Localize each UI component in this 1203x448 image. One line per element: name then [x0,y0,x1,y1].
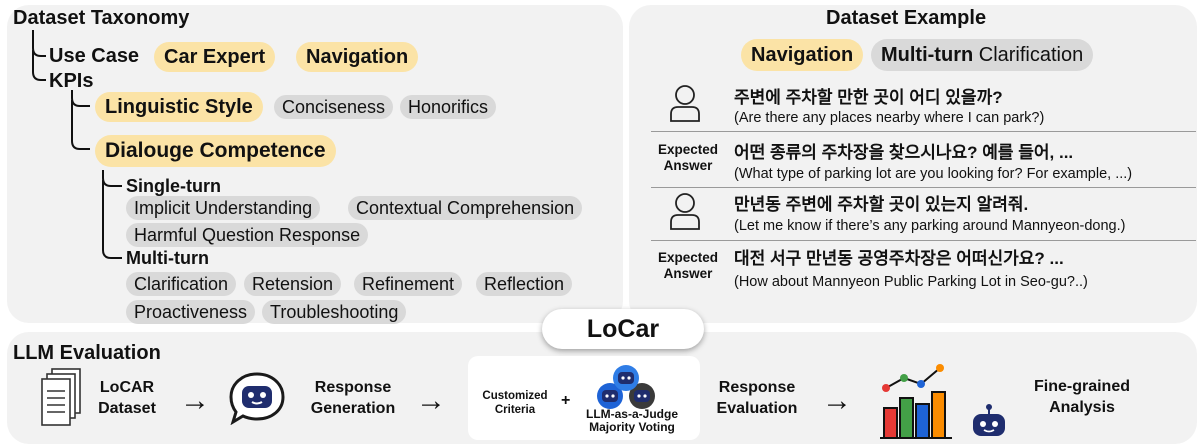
multi-item-retension: Retension [244,272,342,296]
bar [931,391,946,439]
kpis-label: KPIs [49,70,94,92]
arrow-right-icon: → [180,384,210,417]
multi-item-reflection: Reflection [476,272,573,296]
multi-item-clarification: Clarification [126,272,237,296]
eval-line1: Response [718,379,796,396]
turn3-english: (Let me know if there’s any parking arou… [734,218,1126,234]
use-case-car-expert: Car Expert [154,42,276,72]
single-turn-label: Single-turn [126,176,221,196]
turn3-korean: 만년동 주변에 주차할 곳이 있는지 알려줘. [734,195,1029,214]
use-case-label: Use Case [49,45,140,67]
turn4-english: (How about Mannyeon Public Parking Lot i… [734,274,1088,290]
criteria-line2: Criteria [494,404,536,416]
honorifics-pill: Honorifics [400,95,497,119]
judge-line1: LLM-as-a-Judge [585,407,678,421]
document-icon [41,368,81,426]
criteria-label: Customized Criteria [476,389,554,417]
turn1-english: (Are there any places nearby where I can… [734,110,1045,126]
evaluation-step-label: Response Evaluation [710,377,804,419]
example-tag-bold: Multi-turn [881,44,974,66]
locar-badge: LoCar [542,309,704,349]
dataset-line2: Dataset [98,400,156,417]
expected-answer-label: Expected Answer [651,142,725,174]
dataset-line1: LoCAR [99,379,155,396]
bar [915,403,930,439]
judge-label: LLM-as-a-Judge Majority Voting [580,408,684,434]
example-tag-navigation: Navigation [741,39,864,71]
analysis-label: Fine-grained Analysis [1022,376,1142,418]
dialogue-competence-pill: Dialouge Competence [95,135,336,167]
generation-label: Response Generation [302,377,404,419]
dataset-label: LoCAR Dataset [92,377,162,419]
turn1-korean: 주변에 주차할 만한 곳이 어디 있을까? [734,88,1003,107]
multi-item-refinement: Refinement [354,272,463,296]
expected-label-line1: Expected [657,250,719,265]
single-item-harmful: Harmful Question Response [126,223,369,247]
turn-separator [651,131,1196,132]
analysis-line2: Analysis [1049,399,1115,416]
multi-item-proactiveness: Proactiveness [126,300,256,324]
evaluation-title: LLM Evaluation [13,342,161,364]
expected-label-line2: Answer [663,266,713,281]
judge-box [468,356,700,440]
taxonomy-title: Dataset Taxonomy [13,7,190,29]
bar [883,407,898,439]
user-icon [670,193,700,230]
generation-line1: Response [314,379,392,396]
eval-line2: Evaluation [716,400,798,417]
expected-label-line2: Answer [663,158,713,173]
use-case-navigation: Navigation [296,42,419,72]
tree-connectors [32,30,122,259]
single-item-contextual: Contextual Comprehension [348,196,583,220]
turn4-korean: 대전 서구 만년동 공영주차장은 어떠신가요? ... [734,249,1064,268]
example-tag-rest: Clarification [978,44,1084,66]
analysis-line1: Fine-grained [1033,378,1130,395]
multi-item-troubleshooting: Troubleshooting [262,300,407,324]
linguistic-style-pill: Linguistic Style [95,92,263,122]
expected-label-line1: Expected [657,142,719,157]
robot-icon [973,404,1005,436]
generation-line2: Generation [310,400,396,417]
turn-separator [651,240,1196,241]
multi-turn-label: Multi-turn [126,248,209,268]
judge-line2: Majority Voting [589,420,675,434]
plus-sign: + [561,392,571,409]
arrow-right-icon: → [822,384,852,417]
single-item-implicit: Implicit Understanding [126,196,321,220]
chatbot-icon [229,372,285,425]
bar [899,397,914,439]
example-tag-multiturn: Multi-turn Clarification [871,39,1094,71]
example-title: Dataset Example [826,7,987,29]
expected-answer-label: Expected Answer [651,250,725,282]
turn2-korean: 어떤 종류의 주차장을 찾으시나요? 예를 들어, ... [734,143,1074,162]
judge-bots-icon [597,365,655,409]
bar-chart-icon [880,364,952,439]
user-icon [670,85,700,122]
arrow-right-icon: → [416,384,446,417]
turn2-english: (What type of parking lot are you lookin… [734,166,1133,182]
turn-separator [651,187,1196,188]
conciseness-pill: Conciseness [274,95,394,119]
criteria-line1: Customized [482,390,548,402]
